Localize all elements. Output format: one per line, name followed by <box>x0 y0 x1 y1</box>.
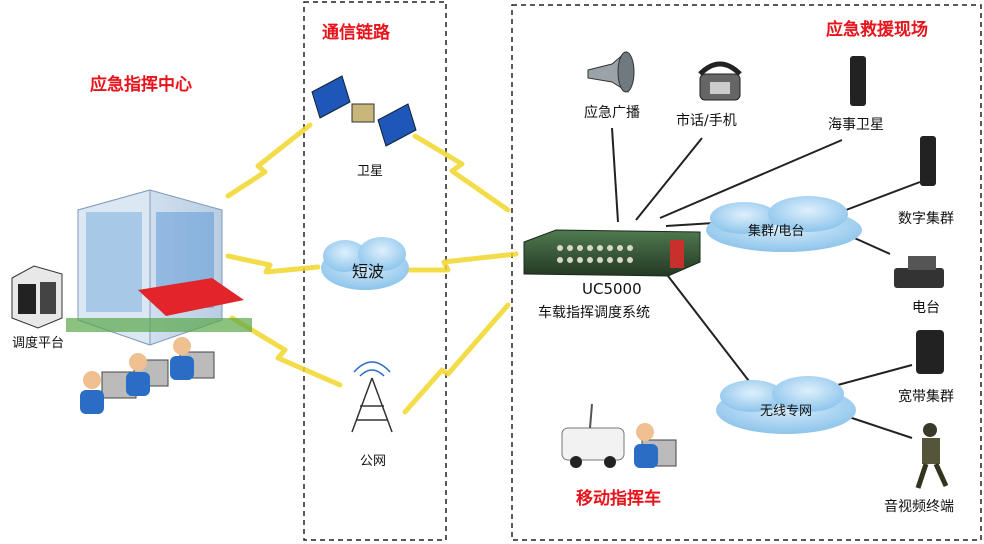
broadband-trunking-label: 宽带集群 <box>898 389 954 405</box>
operators-icon <box>80 337 215 414</box>
cloud-wireless <box>716 376 856 434</box>
phone-label: 市话/手机 <box>676 113 737 129</box>
bolt-public-system <box>402 302 511 415</box>
broadcast-label: 应急广播 <box>584 105 640 121</box>
scene-region-box <box>511 4 982 541</box>
broadcast-horn-icon <box>587 50 635 93</box>
mobile-vehicle-title: 移动指挥车 <box>576 489 661 509</box>
public-network-label: 公网 <box>360 454 387 469</box>
bolt-shortwave-system <box>399 251 519 273</box>
bolt-center-shortwave <box>225 253 321 275</box>
uc5000-device-icon <box>523 229 701 277</box>
cloud-trunking-radio <box>706 196 862 252</box>
wireless-private-cloud-label: 无线专网 <box>760 404 813 419</box>
dispatch-server-icon <box>11 265 63 329</box>
line-broadcast <box>611 127 619 223</box>
cloud-shortwave <box>321 237 409 290</box>
uc5000-model-label: UC5000 <box>582 280 642 298</box>
radio-station-icon <box>894 256 944 288</box>
command-center-title: 应急指挥中心 <box>90 75 192 95</box>
command-vehicle-icon <box>561 403 677 468</box>
broadband-phone-icon <box>916 330 944 374</box>
maritime-satellite-label: 海事卫星 <box>828 117 884 133</box>
maritime-phone-icon <box>850 56 866 106</box>
line-digital-trunking <box>845 181 921 211</box>
line-wireless-cloud <box>667 275 753 386</box>
link-region-box <box>303 1 447 541</box>
digital-trunking-radio-icon <box>920 136 936 186</box>
link-title: 通信链路 <box>322 23 390 43</box>
bolt-center-satellite <box>225 122 313 199</box>
av-terminal-soldier-icon <box>915 423 949 489</box>
trunking-radio-cloud-label: 集群/电台 <box>748 224 805 239</box>
line-maritime <box>659 139 843 219</box>
av-terminal-label: 音视频终端 <box>884 499 954 515</box>
command-center-building-icon <box>66 189 252 346</box>
radio-station-label: 电台 <box>912 300 940 316</box>
line-radio-station <box>849 235 891 255</box>
satellite-label: 卫星 <box>357 164 384 179</box>
telephone-icon <box>698 61 742 101</box>
tower-icon <box>351 361 393 433</box>
digital-trunking-label: 数字集群 <box>898 211 954 227</box>
scene-title: 应急救援现场 <box>826 20 928 40</box>
satellite-icon <box>311 75 417 147</box>
link-bolts <box>225 122 519 415</box>
bolt-center-public <box>229 315 343 388</box>
uc5000-name-label: 车载指挥调度系统 <box>538 305 650 321</box>
shortwave-label: 短波 <box>352 262 385 281</box>
bolt-satellite-system <box>412 133 511 213</box>
line-av-terminal <box>839 413 913 439</box>
dispatch-platform-label: 调度平台 <box>12 336 65 351</box>
line-broadband <box>833 364 913 387</box>
line-phone <box>635 137 703 221</box>
